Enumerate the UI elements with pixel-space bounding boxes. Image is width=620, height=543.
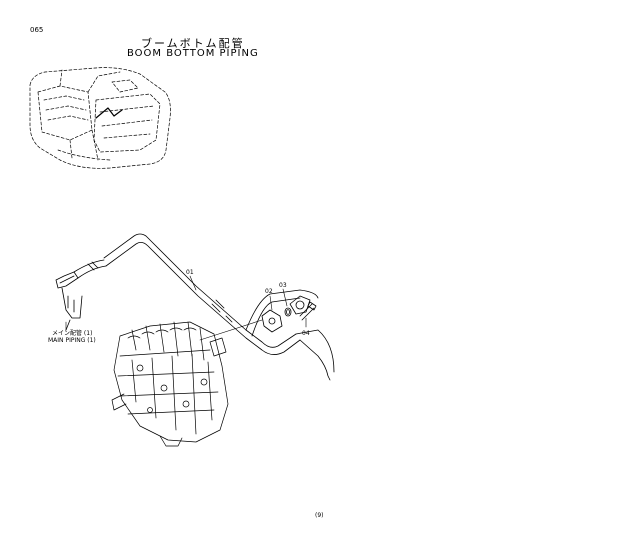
part-label-01: 01 [186, 269, 194, 276]
pipe-bracket [61, 287, 83, 331]
page-number: 065 [30, 26, 44, 34]
pipe-end-fitting [289, 295, 311, 315]
title-japanese: ブームボトム配管 [141, 37, 245, 50]
control-valve-illustration [111, 321, 229, 447]
bolt-part-04 [299, 301, 317, 321]
part-label-03: 03 [279, 282, 287, 289]
main-piping-label-jp: メイン配管 (1) [52, 330, 93, 337]
flange-part-02 [261, 309, 283, 333]
location-indicator-arrow [95, 107, 123, 119]
machine-overview-illustration [29, 67, 171, 169]
part-label-04: 04 [302, 330, 310, 337]
footer-mark: (9) [315, 512, 324, 519]
main-piping-label-en: MAIN PIPING (1) [48, 337, 96, 344]
title-english: BOOM BOTTOM PIPING [127, 48, 259, 59]
leader-lines [65, 275, 307, 341]
o-ring-part-03 [284, 307, 292, 317]
pipe-assembly [55, 233, 335, 381]
part-label-02: 02 [265, 288, 273, 295]
